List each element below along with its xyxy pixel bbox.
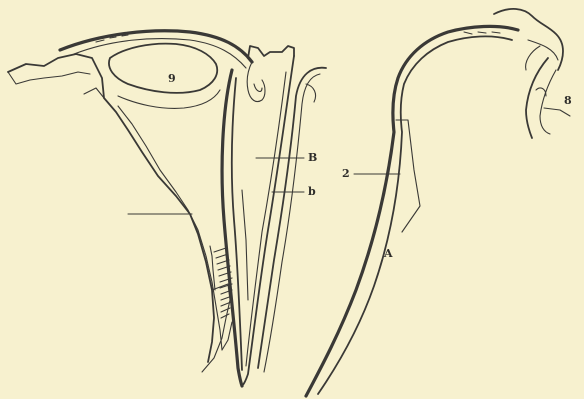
left-head-structure <box>8 54 232 372</box>
label-2: 2 <box>342 168 350 179</box>
side-rod <box>258 68 326 372</box>
label-A: A <box>384 248 393 259</box>
dorsal-rod <box>60 31 252 68</box>
cranial-chamber <box>109 44 220 109</box>
central-blade <box>222 46 294 386</box>
label-8: 8 <box>564 95 572 106</box>
curved-needle <box>306 26 518 396</box>
leader-lines <box>128 158 400 214</box>
label-b: b <box>308 186 316 197</box>
label-9: 9 <box>168 73 176 84</box>
label-B: B <box>308 152 317 163</box>
